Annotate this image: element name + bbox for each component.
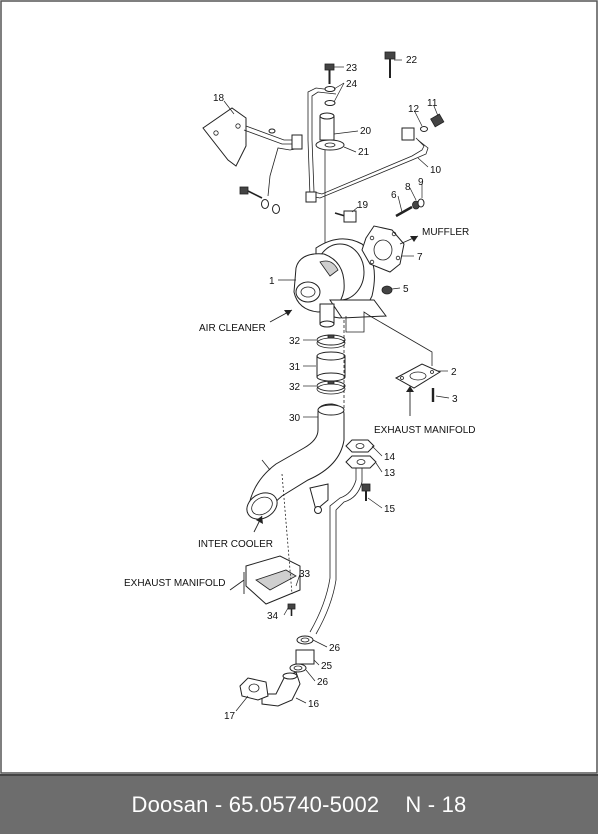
inter-cooler-arrow xyxy=(253,515,263,533)
exploded-parts-diagram: 1 2 3 5 6 7 8 9 10 11 12 13 14 15 16 17 … xyxy=(0,0,598,774)
callout-11: 11 xyxy=(427,98,438,109)
direction-labels: MUFFLER AIR CLEANER EXHAUST MANIFOLD INT… xyxy=(124,227,476,589)
clamp-32-top xyxy=(316,334,346,349)
flange-gasket-7 xyxy=(361,225,405,273)
callout-8: 8 xyxy=(405,182,411,193)
flange-13 xyxy=(345,455,377,469)
callout-9: 9 xyxy=(418,177,424,188)
callout-21: 21 xyxy=(358,147,370,158)
label-inter-cooler: INTER COOLER xyxy=(198,539,273,550)
callout-6: 6 xyxy=(391,190,397,201)
bolt-22 xyxy=(384,51,396,78)
callout-16: 16 xyxy=(308,699,320,710)
drain-hose-25-26 xyxy=(289,635,315,673)
callout-3: 3 xyxy=(452,394,458,405)
bolt-34 xyxy=(287,603,296,616)
callout-34: 34 xyxy=(267,611,279,622)
callout-24: 24 xyxy=(346,79,358,90)
callout-31: 31 xyxy=(289,362,301,373)
callout-10: 10 xyxy=(430,165,442,176)
callout-1: 1 xyxy=(269,276,275,287)
banjo-bolts-left xyxy=(239,128,280,214)
callout-20: 20 xyxy=(360,126,372,137)
bolt-19 xyxy=(334,210,357,223)
callout-12: 12 xyxy=(408,104,420,115)
callout-23: 23 xyxy=(346,63,358,74)
gasket-17 xyxy=(239,677,269,701)
nut-5 xyxy=(381,285,393,295)
exhaust-manifold-arrow-right xyxy=(406,386,414,416)
footer-bar: Doosan - 65.05740-5002 N - 18 xyxy=(0,774,598,834)
callout-13: 13 xyxy=(384,468,396,479)
callout-15: 15 xyxy=(384,504,396,515)
callout-32-top: 32 xyxy=(289,336,301,347)
label-muffler: MUFFLER xyxy=(422,227,469,238)
bolt-11-washer-12 xyxy=(420,113,445,132)
label-air-cleaner: AIR CLEANER xyxy=(199,323,266,334)
callout-26-bottom: 26 xyxy=(317,677,329,688)
callout-18: 18 xyxy=(213,93,225,104)
drain-elbow-16 xyxy=(261,671,301,707)
bracket-33 xyxy=(245,473,301,605)
bolt-15 xyxy=(361,483,371,501)
gasket-14 xyxy=(345,439,375,453)
callout-numbers: 1 2 3 5 6 7 8 9 10 11 12 13 14 15 16 17 … xyxy=(213,55,458,722)
label-exhaust-manifold-left: EXHAUST MANIFOLD xyxy=(124,578,226,589)
turbocharger-1 xyxy=(293,238,387,328)
callout-5: 5 xyxy=(403,284,409,295)
label-exhaust-manifold-right: EXHAUST MANIFOLD xyxy=(374,425,476,436)
washers-24 xyxy=(324,86,336,106)
callout-30: 30 xyxy=(289,413,301,424)
muffler-arrow xyxy=(399,235,419,245)
intercooler-pipe-30 xyxy=(246,403,345,520)
callout-7: 7 xyxy=(417,252,423,263)
callout-17: 17 xyxy=(224,711,236,722)
leader-lines xyxy=(223,59,450,712)
bracket-18 xyxy=(202,107,247,167)
callout-19: 19 xyxy=(357,200,369,211)
oil-pipe-10 xyxy=(243,87,429,203)
callout-25: 25 xyxy=(321,661,333,672)
turbocharger-assembly-drawing: 1 2 3 5 6 7 8 9 10 11 12 13 14 15 16 17 … xyxy=(0,0,598,774)
callout-26-top: 26 xyxy=(329,643,341,654)
callout-22: 22 xyxy=(406,55,418,66)
callout-32-bottom: 32 xyxy=(289,382,301,393)
oil-return-fitting-20-21 xyxy=(315,112,345,244)
callout-14: 14 xyxy=(384,452,396,463)
callout-33: 33 xyxy=(299,569,311,580)
callout-2: 2 xyxy=(451,367,457,378)
clamp-32-bottom xyxy=(316,380,346,395)
footer-page-number: N - 18 xyxy=(405,792,467,817)
drain-pipe-16 xyxy=(309,468,363,635)
hose-31 xyxy=(316,351,346,382)
air-cleaner-arrow xyxy=(269,309,293,323)
exhaust-manifold-arrow-left xyxy=(229,572,245,594)
bolt-23 xyxy=(324,63,335,84)
gasket-2 xyxy=(394,363,442,389)
footer-brand-part-number: Doosan - 65.05740-5002 xyxy=(131,792,380,817)
stud-6-nut-8-9 xyxy=(395,198,425,218)
